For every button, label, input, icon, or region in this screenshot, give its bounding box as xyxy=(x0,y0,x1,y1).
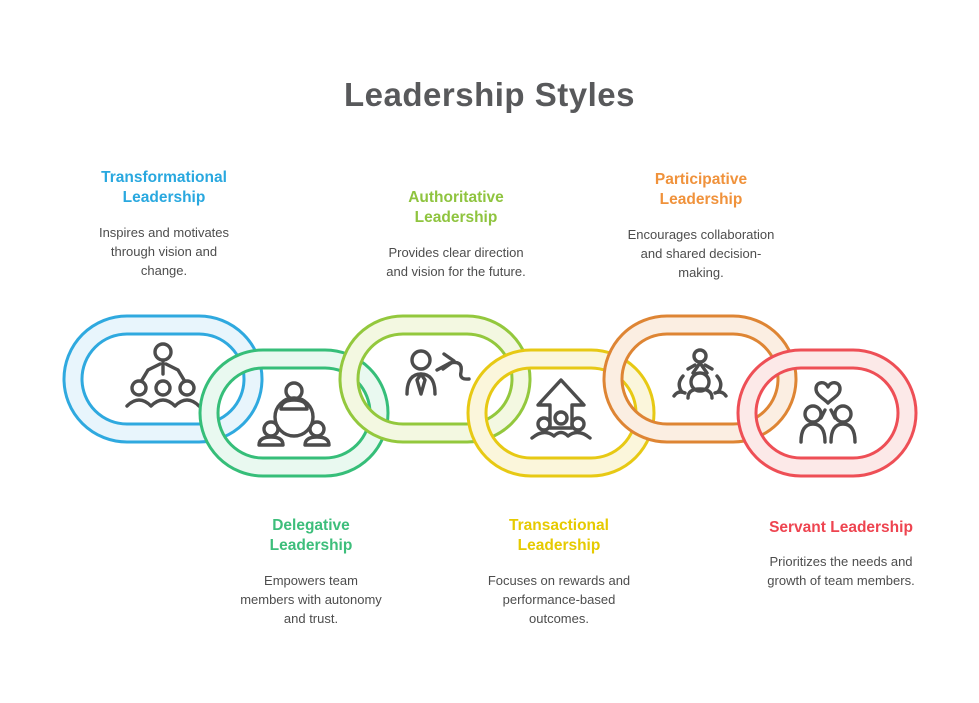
style-description: Focuses on rewards and performance-based… xyxy=(487,572,631,626)
style-title: Servant Leadership xyxy=(769,519,913,536)
style-label-transactional: Transactional Leadership Focuses on rewa… xyxy=(440,516,678,628)
delegation-network-icon xyxy=(257,381,331,447)
style-description: Empowers team members with autonomy and … xyxy=(240,572,382,626)
style-title: Delegative Leadership xyxy=(269,517,353,555)
style-title: Authoritative Leadership xyxy=(408,189,504,227)
style-description: Inspires and motivates through vision an… xyxy=(98,224,230,278)
person-direction-arrow-icon xyxy=(405,349,471,396)
style-title: Transactional Leadership xyxy=(509,517,609,555)
chain-link-participative xyxy=(602,314,798,444)
style-description: Prioritizes the needs and growth of team… xyxy=(767,554,915,589)
chain-link-delegative xyxy=(198,348,390,478)
style-label-servant: Servant Leadership Prioritizes the needs… xyxy=(712,518,970,591)
page-title: Leadership Styles xyxy=(344,76,635,113)
leader-over-team-icon xyxy=(125,342,201,408)
style-label-participative: Participative Leadership Encourages coll… xyxy=(582,170,820,282)
style-title: Participative Leadership xyxy=(654,171,748,209)
chain-link-servant xyxy=(736,348,918,478)
chain-link-transformational xyxy=(62,314,264,444)
style-label-transformational: Transformational Leadership Inspires and… xyxy=(45,168,283,280)
chain-link-authoritative xyxy=(338,314,532,444)
team-collaboration-icon xyxy=(672,348,728,400)
style-label-delegative: Delegative Leadership Empowers team memb… xyxy=(192,516,430,628)
style-description: Provides clear direction and vision for … xyxy=(386,244,526,279)
style-description: Encourages collaboration and shared deci… xyxy=(627,226,775,280)
chain-link-transactional xyxy=(466,348,656,478)
people-heart-icon xyxy=(799,381,857,444)
growth-arrow-team-icon xyxy=(530,378,592,440)
style-title: Transformational Leadership xyxy=(101,169,227,207)
style-label-authoritative: Authoritative Leadership Provides clear … xyxy=(338,188,574,282)
